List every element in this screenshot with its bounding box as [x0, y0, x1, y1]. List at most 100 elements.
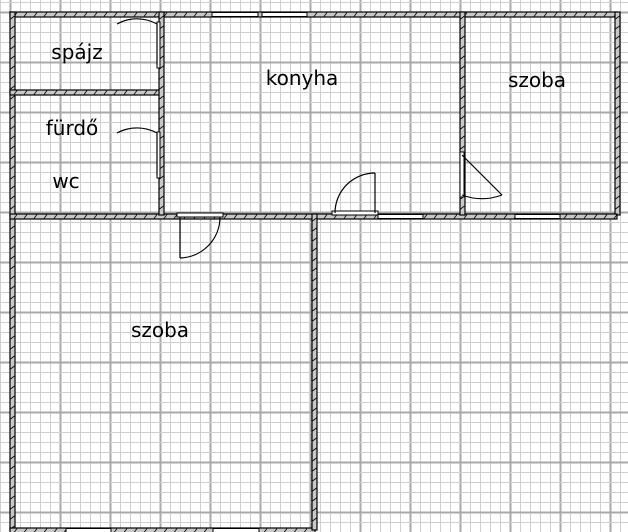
wall-hatch — [403, 12, 408, 17]
wall-hatch — [10, 105, 15, 110]
wall-hatch — [312, 467, 317, 472]
wall-hatch — [460, 205, 465, 210]
wall-hatch — [312, 487, 317, 492]
wall-hatch — [10, 415, 15, 420]
wall-hatch — [83, 90, 88, 95]
door-swing-arc — [334, 172, 376, 214]
wall-hatch — [312, 267, 317, 272]
wall-hatch — [159, 125, 164, 130]
room-label-konyha: konyha — [266, 66, 339, 90]
door-door-spajz — [116, 18, 161, 69]
wall-hatch — [473, 214, 478, 219]
wall-hatch — [10, 475, 15, 480]
wall-hatch — [312, 437, 317, 442]
door-frame — [459, 151, 465, 198]
door-door-szoba-lent — [176, 212, 224, 259]
wall-hatch — [312, 507, 317, 512]
wall-hatch — [563, 12, 568, 17]
wall-hatch — [312, 257, 317, 262]
wall-hatch — [433, 214, 438, 219]
wall-hatch — [615, 45, 620, 50]
wall-hatch — [583, 12, 588, 17]
wall-hatch — [615, 125, 620, 130]
wall-hatch — [10, 485, 15, 490]
doors — [116, 18, 503, 259]
wall-hatch — [293, 214, 298, 219]
wall-hatch — [183, 12, 188, 17]
wall-hatch — [615, 115, 620, 120]
wall-hatch — [203, 12, 208, 17]
wall-hatch — [10, 345, 15, 350]
wall-hatch — [23, 214, 28, 219]
wall-hatch — [312, 417, 317, 422]
wall-hatch — [423, 12, 428, 17]
wall-hatch — [83, 12, 88, 17]
wall-hatch — [503, 214, 508, 219]
wall-hatch — [460, 65, 465, 70]
wall-hatch — [159, 75, 164, 80]
door-swing-arc — [461, 194, 503, 200]
wall-hatch — [615, 135, 620, 140]
wall-hatch — [10, 245, 15, 250]
window-bottom-window-1 — [65, 528, 112, 532]
wall-hatch — [10, 515, 15, 520]
door-door-furdo — [116, 127, 161, 179]
wall-hatch — [223, 214, 228, 219]
wall-hatch — [103, 90, 108, 95]
wall-hatch — [163, 214, 168, 219]
wall-hatch — [615, 95, 620, 100]
wall-hatch — [253, 214, 258, 219]
wall-hatch — [10, 65, 15, 70]
wall-hatch — [93, 214, 98, 219]
wall-hatch — [10, 355, 15, 360]
wall-hatch — [10, 55, 15, 60]
wall-hatch — [10, 285, 15, 290]
wall-hatch — [10, 125, 15, 130]
room-label-szoba-lent: szoba — [131, 318, 189, 342]
wall-hatch — [460, 125, 465, 130]
wall-body — [459, 11, 466, 216]
wall-hatch — [303, 214, 308, 219]
wall-hatch — [43, 12, 48, 17]
wall-hatch — [383, 12, 388, 17]
wall-hatch — [615, 145, 620, 150]
wall-hatch — [312, 517, 317, 522]
wall-hatch — [615, 85, 620, 90]
wall-hatch — [615, 15, 620, 20]
wall-hatch — [573, 12, 578, 17]
wall-outer-right — [614, 11, 621, 216]
wall-hatch — [10, 305, 15, 310]
door-swing-arc — [116, 127, 158, 134]
room-label-furdo: fürdő — [46, 116, 99, 140]
wall-hatch — [159, 205, 164, 210]
wall-hatch — [10, 15, 15, 20]
wall-hatch — [10, 425, 15, 430]
wall-hatch — [460, 115, 465, 120]
wall-hatch — [413, 12, 418, 17]
wall-hatch — [143, 214, 148, 219]
wall-body — [158, 11, 165, 216]
wall-hatch — [10, 145, 15, 150]
wall-hatch — [460, 15, 465, 20]
wall-hatch — [460, 135, 465, 140]
wall-hatch — [10, 165, 15, 170]
wall-hatch — [83, 214, 88, 219]
wall-hatch — [123, 12, 128, 17]
wall-hatch — [173, 12, 178, 17]
wall-hatch — [10, 405, 15, 410]
wall-hatch — [603, 12, 608, 17]
wall-hatch — [10, 35, 15, 40]
wall-hatch — [23, 12, 28, 17]
wall-hatch — [283, 214, 288, 219]
wall-hatch — [312, 447, 317, 452]
wall-hatch — [43, 214, 48, 219]
wall-hatch — [313, 12, 318, 17]
wall-hatch — [443, 12, 448, 17]
wall-hatch — [10, 435, 15, 440]
wall-hatch — [615, 175, 620, 180]
wall-hatch — [460, 55, 465, 60]
window-bottom-window-2 — [212, 528, 260, 532]
wall-hatch — [583, 214, 588, 219]
